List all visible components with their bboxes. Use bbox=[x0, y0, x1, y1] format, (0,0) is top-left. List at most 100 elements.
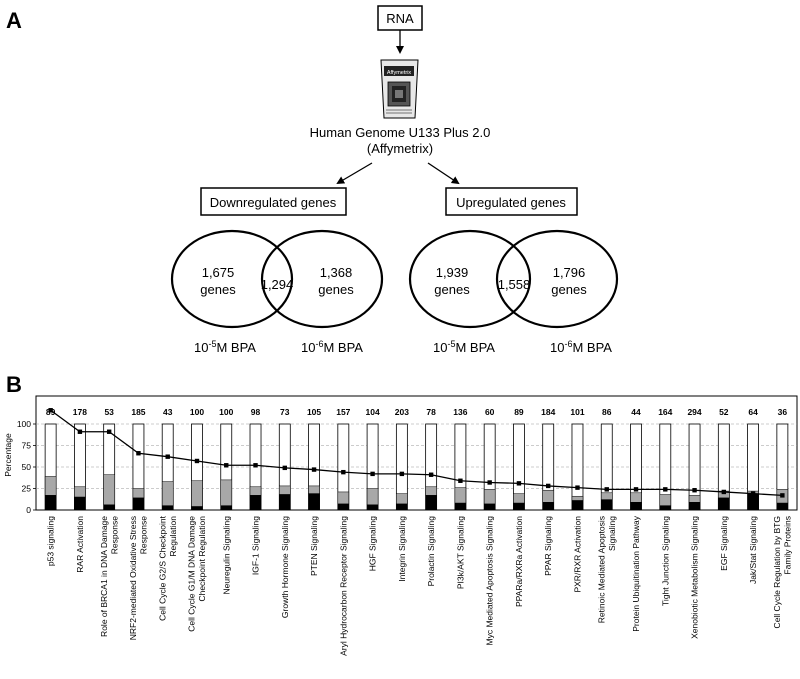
bar-total-label: 78 bbox=[426, 407, 436, 417]
bar-total-label: 100 bbox=[190, 407, 204, 417]
bar-total-label: 104 bbox=[366, 407, 380, 417]
x-category-label: Signaling bbox=[607, 516, 617, 551]
bar-black bbox=[74, 496, 86, 511]
chip-caption-line1: Human Genome U133 Plus 2.0 bbox=[310, 125, 491, 140]
bar-black bbox=[483, 503, 496, 511]
up-left-unit: genes bbox=[434, 282, 470, 297]
bar-black bbox=[161, 505, 174, 511]
bar-black bbox=[366, 504, 379, 511]
bar-black bbox=[425, 495, 437, 511]
down-dose-b: 10-6M BPA bbox=[301, 339, 363, 355]
down-right-unit: genes bbox=[318, 282, 354, 297]
bar-gray bbox=[337, 491, 350, 505]
up-dose-a: 10-5M BPA bbox=[433, 339, 495, 355]
x-category-label: RAR Activation bbox=[75, 516, 85, 573]
ratio-point bbox=[750, 491, 756, 496]
ratio-point bbox=[311, 467, 317, 472]
ratio-point bbox=[77, 429, 83, 434]
x-category-label: PPARa/RXRa Activation bbox=[514, 516, 524, 607]
x-category-label: Cell Cycle G2/S Checkpoint bbox=[157, 515, 167, 621]
ratio-point bbox=[546, 483, 551, 489]
bar-black bbox=[601, 499, 613, 511]
x-category-label: NRF2-mediated Oxidative Stress bbox=[128, 516, 138, 640]
y-tick-label: 50 bbox=[22, 462, 32, 472]
bar-black bbox=[191, 506, 203, 511]
x-category-label: Checkpoint Regulation bbox=[197, 516, 207, 602]
panel-a: A RNA Affymetrix Human Genome U133 Plus … bbox=[6, 5, 619, 355]
up-left-count: 1,939 bbox=[436, 265, 469, 280]
bar-black bbox=[279, 494, 291, 511]
bar-total-label: 100 bbox=[219, 407, 233, 417]
bar-total-label: 89 bbox=[514, 407, 524, 417]
panel-b-letter: B bbox=[6, 372, 22, 397]
bar-gray bbox=[571, 495, 584, 501]
bar-gray bbox=[483, 489, 496, 505]
bar-total-label: 52 bbox=[719, 407, 729, 417]
ratio-point bbox=[516, 481, 522, 486]
x-category-label: Prolactin Signaling bbox=[426, 516, 436, 587]
ratio-point bbox=[721, 489, 727, 495]
down-dose-a: 10-5M BPA bbox=[194, 339, 256, 355]
x-category-label: Integrin Signaling bbox=[397, 516, 407, 582]
bar-gray bbox=[601, 492, 613, 500]
bar-total-label: 44 bbox=[631, 407, 641, 417]
chip-caption-line2: (Affymetrix) bbox=[367, 141, 433, 156]
x-category-label: p53 signaling bbox=[46, 516, 56, 566]
ratio-point bbox=[341, 469, 346, 475]
x-category-label: HGF Signaling bbox=[368, 516, 378, 572]
up-right-unit: genes bbox=[551, 282, 587, 297]
bar-gray bbox=[249, 486, 262, 496]
bar-black bbox=[249, 495, 262, 511]
ratio-point bbox=[136, 451, 141, 456]
x-category-label: IGF-1 Signaling bbox=[251, 516, 261, 575]
bar-black bbox=[776, 502, 789, 511]
up-venn-right-circle bbox=[495, 229, 619, 329]
up-venn-left-circle bbox=[408, 229, 532, 329]
down-left-unit: genes bbox=[200, 282, 236, 297]
up-venn-diagram: 1,939 genes 1,558 1,796 genes bbox=[408, 229, 619, 329]
bar-black bbox=[513, 502, 525, 511]
bar-total-label: 136 bbox=[453, 407, 467, 417]
bar-black bbox=[659, 505, 672, 511]
ratio-point bbox=[194, 458, 200, 464]
bar-gray bbox=[308, 485, 320, 494]
bar-total-label: 60 bbox=[485, 407, 495, 417]
down-left-count: 1,675 bbox=[202, 265, 235, 280]
bar-black bbox=[542, 502, 554, 511]
bar-gray bbox=[132, 488, 145, 499]
bar-gray bbox=[44, 476, 57, 496]
bar-gray bbox=[191, 480, 203, 507]
arrow-to-up bbox=[427, 162, 460, 185]
bar-black bbox=[747, 493, 759, 511]
x-category-label: Myc Mediated Apoptosis Signaling bbox=[485, 516, 495, 646]
bar-total-label: 157 bbox=[336, 407, 350, 417]
bar-black bbox=[44, 495, 57, 511]
bar-gray bbox=[103, 474, 115, 506]
x-category-label: PPAR Signaling bbox=[543, 516, 553, 576]
ratio-point bbox=[48, 408, 53, 413]
bar-total-label: 98 bbox=[251, 407, 261, 417]
up-title-box bbox=[445, 187, 578, 216]
bar-total-label: 185 bbox=[131, 407, 145, 417]
x-category-label: PTEN Signaling bbox=[309, 516, 319, 576]
ratio-point bbox=[428, 472, 434, 477]
bar-gray bbox=[220, 479, 232, 506]
bar-gray bbox=[161, 481, 174, 506]
x-category-label: Growth Hormone Signaling bbox=[280, 516, 290, 618]
x-category-label: Aryl Hydrocarbon Receptor Signaling bbox=[338, 516, 348, 656]
panel-b: B 0255075100Percentage891785318543100100… bbox=[3, 372, 798, 656]
bar-total-label: 164 bbox=[658, 407, 672, 417]
bar-total-label: 86 bbox=[602, 407, 612, 417]
bar-black bbox=[718, 497, 730, 511]
x-category-label: Cell Cycle G1/M DNA Damage bbox=[187, 516, 197, 632]
ratio-line bbox=[50, 409, 783, 497]
bar-total-label: 53 bbox=[104, 407, 114, 417]
bar-gray bbox=[425, 486, 437, 496]
bar-total-label: 73 bbox=[280, 407, 290, 417]
x-category-label: PXR/RXR Activation bbox=[572, 516, 582, 593]
ratio-point bbox=[282, 465, 287, 471]
x-category-label: Cell Cycle Regulation by BTG bbox=[772, 516, 782, 628]
x-category-label: Retinoic Mediated Apoptosis bbox=[597, 516, 607, 623]
ratio-point bbox=[399, 471, 405, 477]
bar-gray bbox=[542, 489, 554, 503]
